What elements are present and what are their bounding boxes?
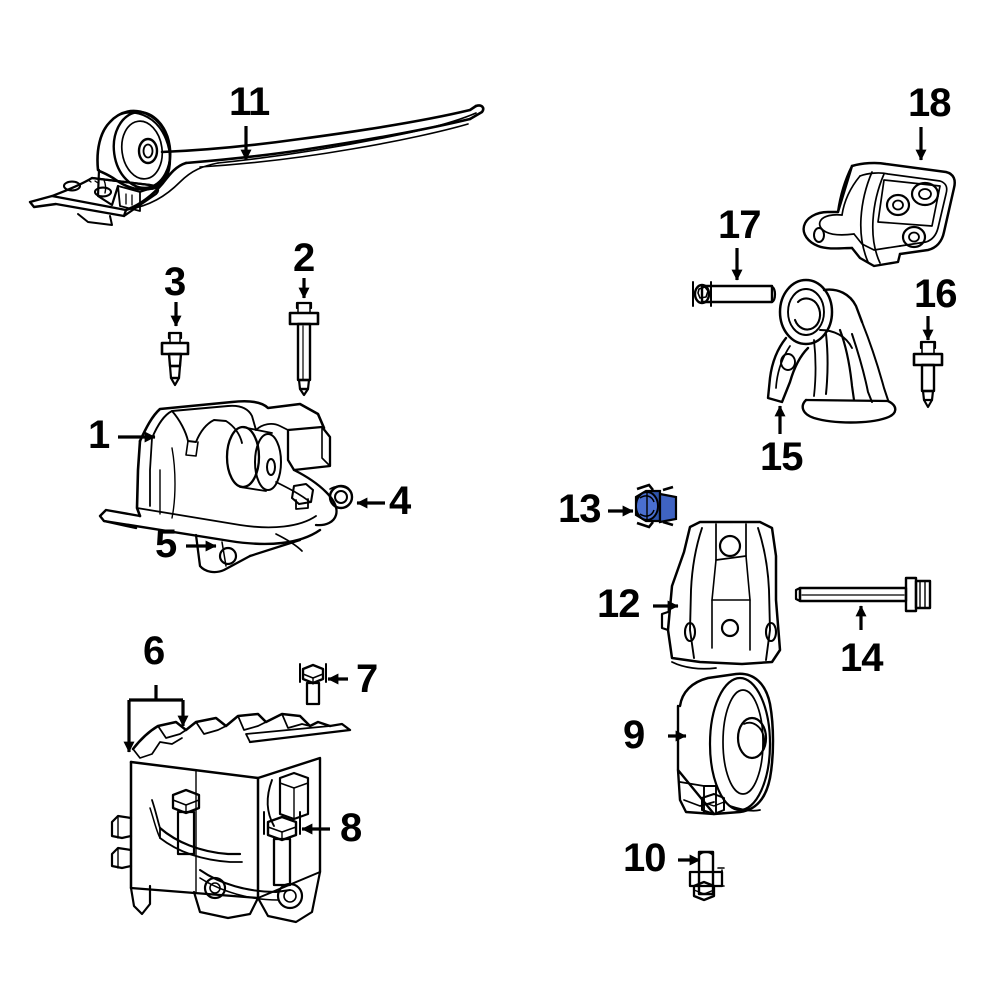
part-8-hex-bolt-lower bbox=[263, 811, 301, 887]
callout-label-16[interactable]: 16 bbox=[914, 272, 957, 316]
part-16-mount-bolt-stud bbox=[912, 340, 944, 409]
callout-label-12[interactable]: 12 bbox=[597, 582, 640, 626]
callout-label-10[interactable]: 10 bbox=[623, 836, 666, 880]
part-18-engine-mount-bracket-right bbox=[802, 161, 956, 268]
callout-label-11[interactable]: 11 bbox=[229, 80, 270, 124]
part-3-mount-bolt-short bbox=[160, 331, 190, 387]
part-13-flange-nut-highlight bbox=[634, 483, 678, 529]
callout-label-17[interactable]: 17 bbox=[718, 203, 761, 247]
callout-label-9[interactable]: 9 bbox=[623, 713, 645, 757]
callout-label-6[interactable]: 6 bbox=[143, 629, 165, 673]
callout-label-2[interactable]: 2 bbox=[293, 236, 315, 280]
part-12-rear-mount-bracket bbox=[660, 520, 782, 670]
part-17-mount-through-pin bbox=[692, 281, 777, 307]
callout-label-13[interactable]: 13 bbox=[558, 487, 601, 531]
callout-label-4[interactable]: 4 bbox=[389, 479, 411, 523]
part-7-hex-bolt-upper bbox=[299, 663, 327, 706]
part-2-mount-bolt-long bbox=[288, 301, 320, 397]
callout-label-5[interactable]: 5 bbox=[155, 522, 177, 566]
callout-label-15[interactable]: 15 bbox=[760, 435, 803, 479]
part-15-engine-mount-support-arm bbox=[766, 278, 897, 424]
part-1-engine-mount-bracket-left bbox=[98, 399, 354, 574]
part-9-rear-engine-mount-isolator bbox=[676, 672, 775, 816]
part-10-mount-stud-pin bbox=[688, 850, 725, 902]
callout-label-8[interactable]: 8 bbox=[340, 806, 362, 850]
callout-label-3[interactable]: 3 bbox=[164, 260, 186, 304]
callout-label-18[interactable]: 18 bbox=[908, 81, 951, 125]
part-6-transmission-mount bbox=[110, 712, 352, 924]
callout-label-14[interactable]: 14 bbox=[840, 636, 883, 680]
part-14-through-bolt-long bbox=[794, 576, 932, 613]
callout-label-7[interactable]: 7 bbox=[356, 657, 378, 701]
part-11-front-mount-crossmember bbox=[28, 104, 485, 226]
callout-label-1[interactable]: 1 bbox=[88, 413, 110, 457]
